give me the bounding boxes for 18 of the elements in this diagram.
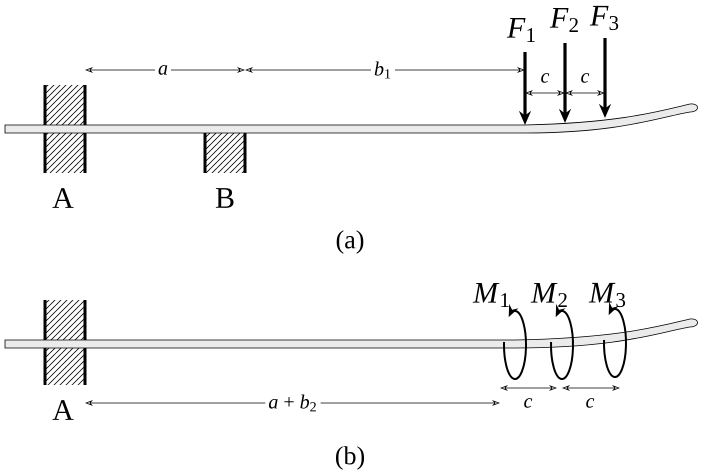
moment-label: M$_{1}$ — [472, 283, 509, 307]
panel-label: (a) — [336, 230, 364, 254]
dimension-label: c — [582, 395, 598, 411]
support-label: A — [52, 400, 74, 420]
support-label: A — [52, 188, 74, 208]
dimension-label: c — [520, 395, 536, 411]
moment-label: M$_{2}$ — [530, 283, 567, 307]
force-label: F$_{3}$ — [590, 6, 618, 30]
force-label: F$_{2}$ — [550, 8, 578, 32]
moment-label: M$_{3}$ — [588, 282, 626, 308]
dimension-label: b$_{1}$ — [371, 58, 395, 82]
dimension-label: a — [155, 62, 171, 78]
support-label: B — [216, 188, 234, 208]
dimension-label: a + b$_{2}$ — [265, 392, 321, 414]
panel-label: (b) — [336, 446, 364, 470]
force-label: F$_{1}$ — [506, 18, 535, 42]
dimension-label: c — [578, 70, 592, 86]
dimension-label: c — [538, 70, 552, 86]
